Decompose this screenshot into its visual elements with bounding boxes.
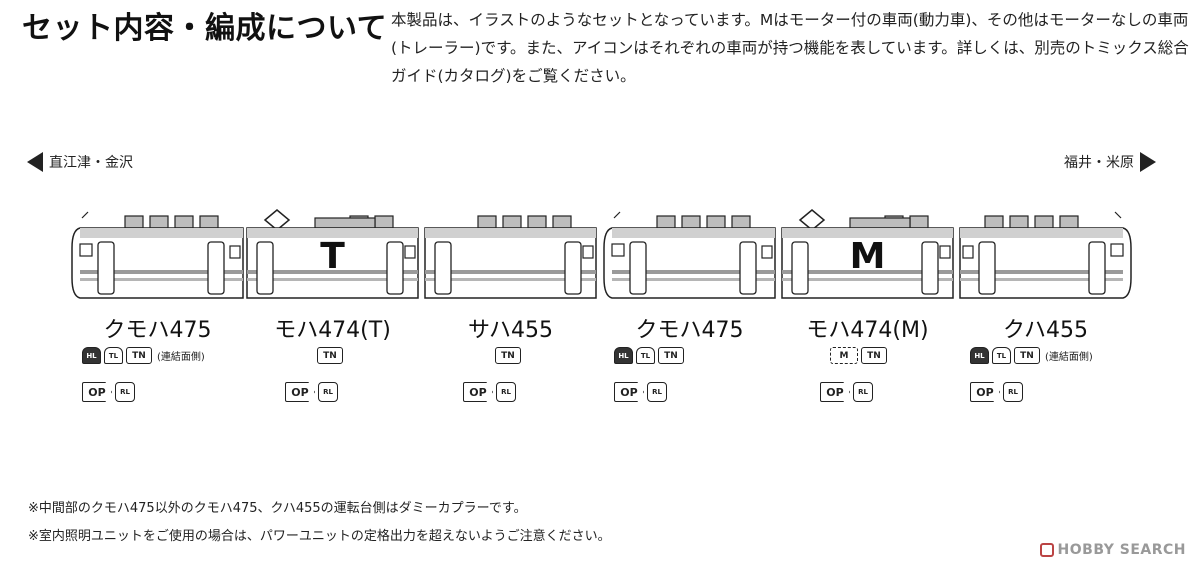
direction-right: 福井・米原 — [1064, 152, 1156, 172]
car-illustration-3 — [423, 208, 598, 300]
tail-function-icon: TL — [992, 347, 1011, 364]
op-option-icon: OP — [285, 382, 315, 402]
car-name-3: サハ455 — [467, 318, 554, 343]
coupler-note: (連結面側) — [1045, 352, 1093, 363]
direction-left: 直江津・金沢 — [27, 152, 133, 172]
opt-option-icon: RL — [1003, 382, 1023, 402]
tn-function-icon: TN — [495, 347, 521, 364]
set-description: 本製品は、イラストのようなセットとなっています。Mはモーター付の車両(動力車)、… — [391, 11, 1189, 85]
car-name-1: クモハ475 — [103, 318, 212, 343]
direction-right-label: 福井・米原 — [1064, 155, 1134, 171]
tn-function-icon: TN — [658, 347, 684, 364]
op-option-icon: OP — [820, 382, 850, 402]
head-function-icon: HL — [614, 347, 633, 364]
footnote-1: ※中間部のクモハ475以外のクモハ475、クハ455の運転台側はダミーカプラーで… — [28, 501, 527, 516]
car-type-letter: T — [320, 236, 345, 277]
logo-icon — [1039, 543, 1054, 557]
watermark-text: HOBBY SEARCH — [1057, 542, 1186, 558]
opt-option-icon: RL — [115, 382, 135, 402]
car-name-5: モハ474(M) — [806, 318, 929, 343]
op-option-icon: OP — [970, 382, 1000, 402]
tn-function-icon: TN — [317, 347, 343, 364]
footnote-2: ※室内照明ユニットをご使用の場合は、パワーユニットの定格出力を超えないようご注意… — [28, 529, 611, 544]
page-title: セット内容・編成について — [22, 11, 388, 46]
coupler-note: (連結面側) — [157, 352, 205, 363]
m-function-icon: M — [830, 347, 858, 364]
tn-function-icon: TN — [126, 347, 152, 364]
function-icons-2: TN — [317, 347, 343, 364]
opt-option-icon: RL — [496, 382, 516, 402]
head-function-icon: HL — [82, 347, 101, 364]
op-option-icon: OP — [82, 382, 112, 402]
opt-option-icon: RL — [853, 382, 873, 402]
tail-function-icon: TL — [636, 347, 655, 364]
car-illustration-2: T — [245, 208, 420, 300]
tn-function-icon: TN — [861, 347, 887, 364]
tn-function-icon: TN — [1014, 347, 1040, 364]
arrow-left-icon — [27, 152, 43, 172]
direction-left-label: 直江津・金沢 — [49, 155, 133, 171]
function-icons-3: TN — [495, 347, 521, 364]
car-illustration-1 — [70, 208, 245, 300]
head-function-icon: HL — [970, 347, 989, 364]
opt-option-icon: RL — [647, 382, 667, 402]
watermark-logo: HOBBY SEARCH — [1039, 542, 1186, 558]
car-illustration-6 — [958, 208, 1133, 300]
arrow-right-icon — [1140, 152, 1156, 172]
op-option-icon: OP — [463, 382, 493, 402]
car-name-6: クハ455 — [1003, 318, 1088, 343]
opt-option-icon: RL — [318, 382, 338, 402]
car-type-letter: M — [849, 236, 886, 277]
car-illustration-5: M — [780, 208, 955, 300]
car-name-4: クモハ475 — [635, 318, 744, 343]
car-name-2: モハ474(T) — [274, 318, 391, 343]
tail-function-icon: TL — [104, 347, 123, 364]
car-illustration-4 — [602, 208, 777, 300]
op-option-icon: OP — [614, 382, 644, 402]
